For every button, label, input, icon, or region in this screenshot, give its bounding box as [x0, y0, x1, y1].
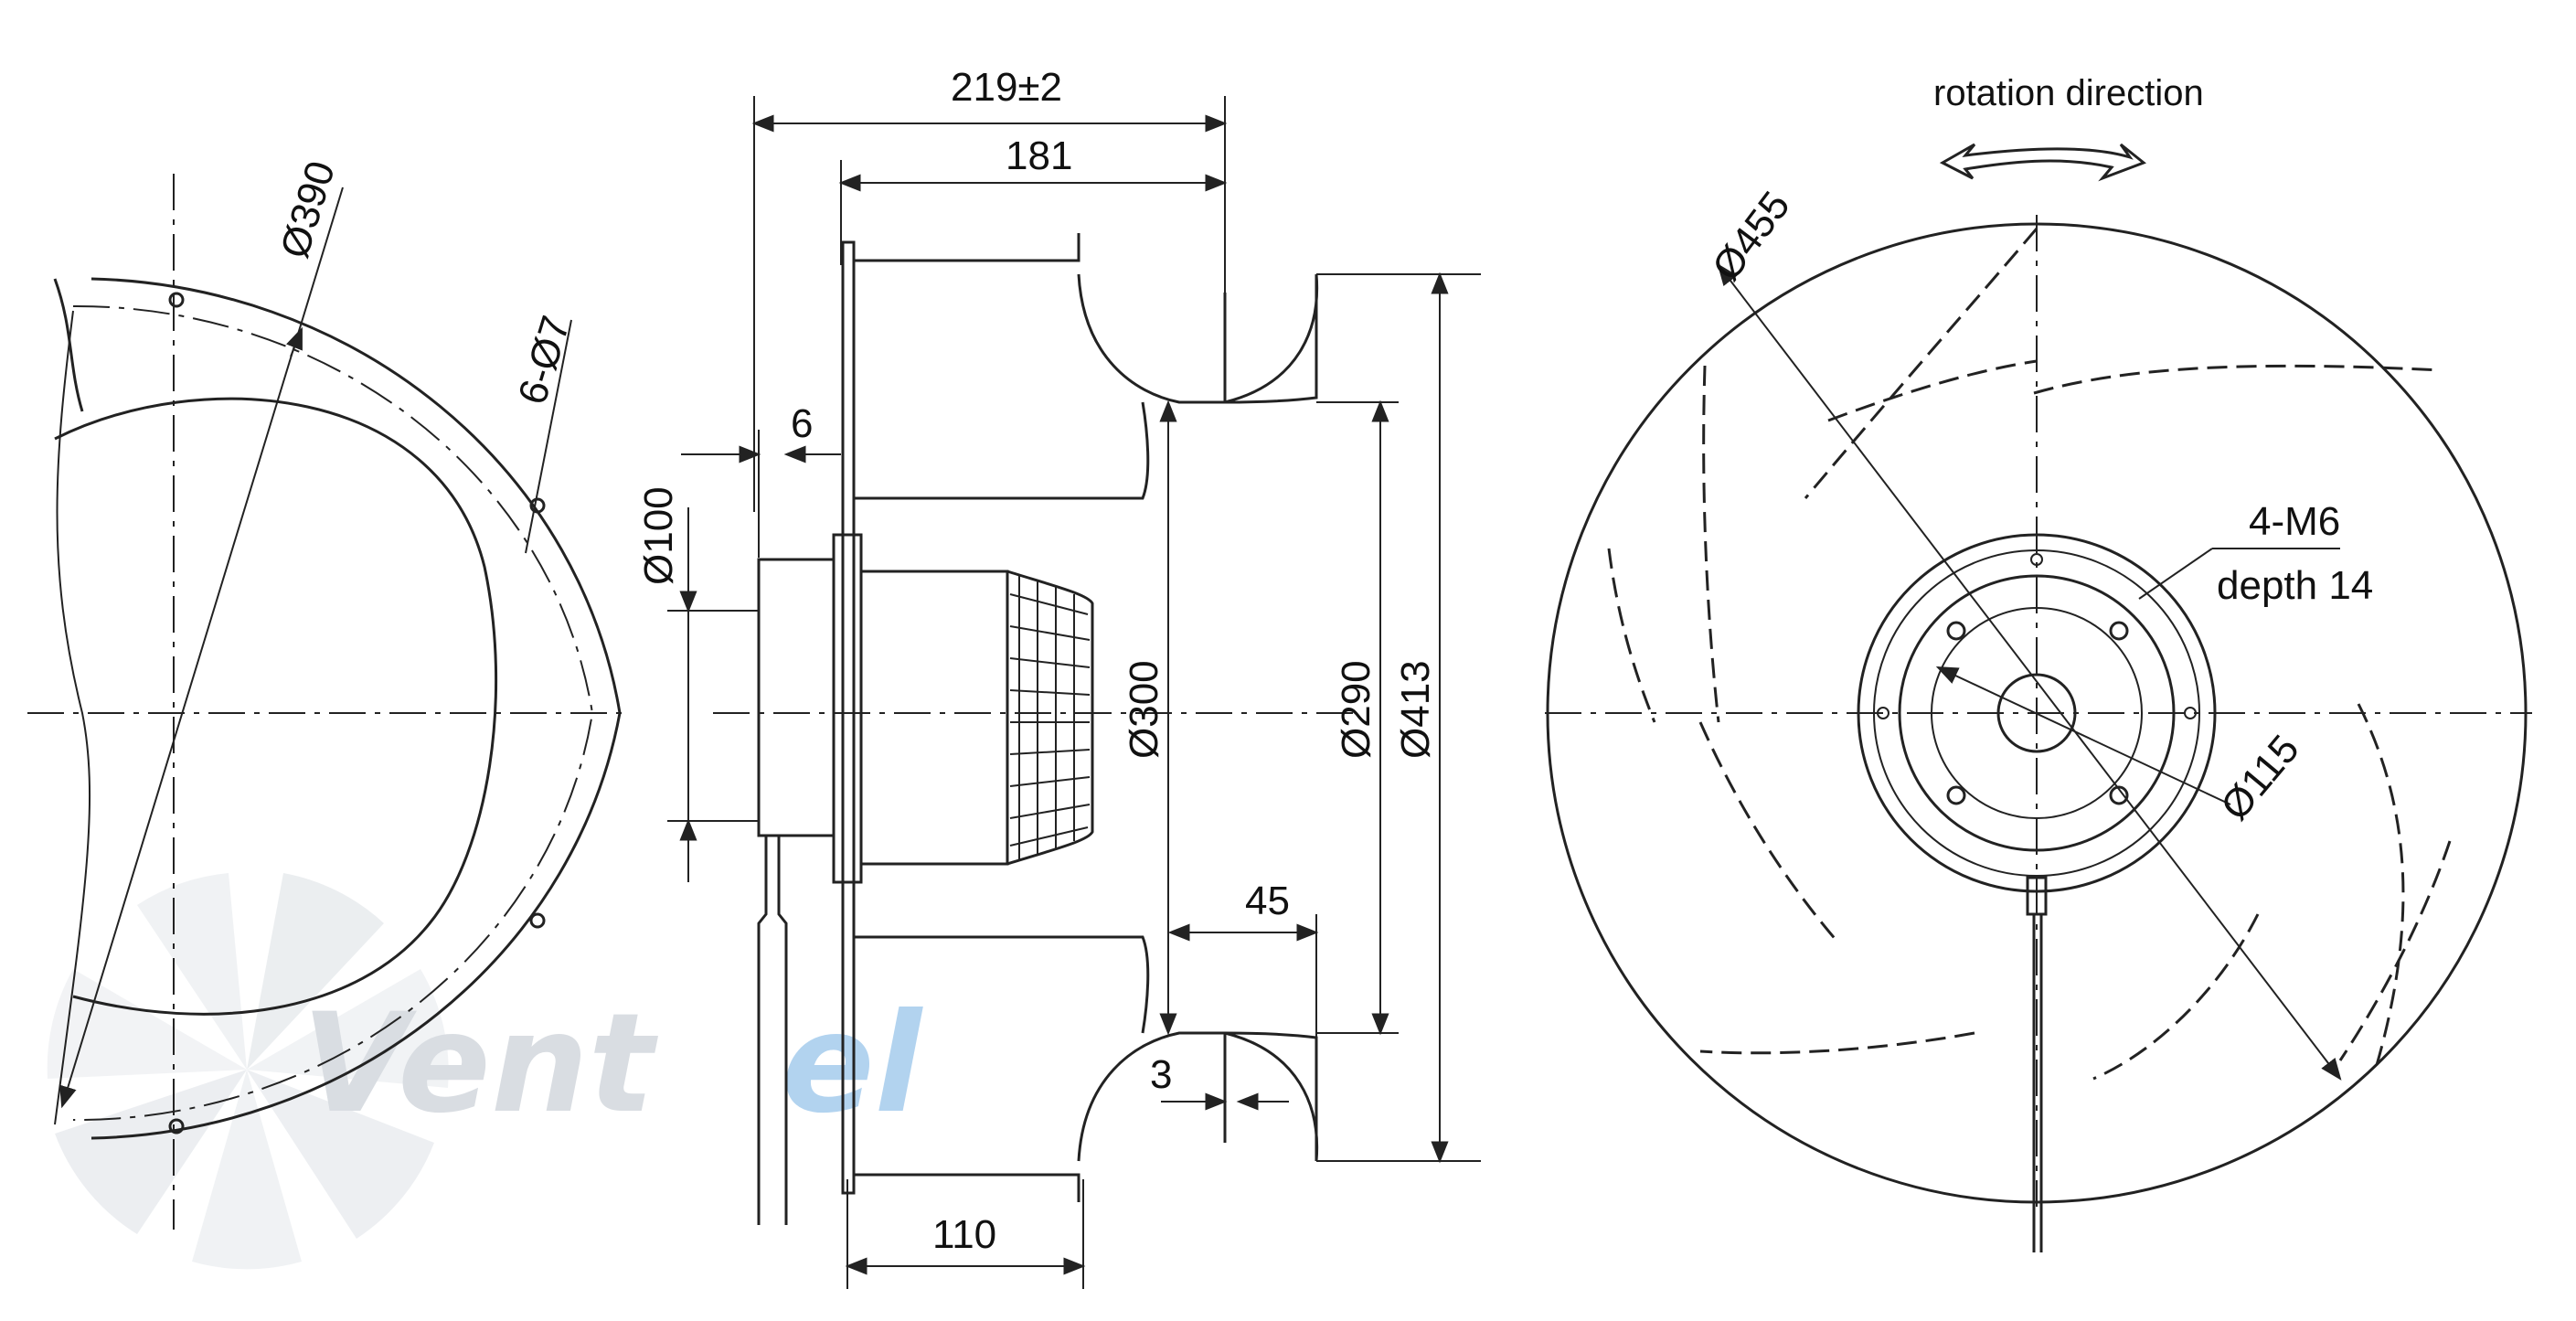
dim-390-label: Ø390	[272, 156, 344, 263]
dim-390-arrow	[286, 326, 303, 357]
cable	[757, 836, 768, 1225]
dim-100-label: Ø100	[636, 486, 681, 585]
dim-115-label: Ø115	[2212, 727, 2308, 828]
bottom-inlet-curve	[1077, 1031, 1227, 1162]
flange-left-edge	[53, 278, 84, 412]
dim-110-label: 110	[932, 1212, 996, 1257]
rotation-arrow-icon	[1939, 143, 2146, 182]
top-housing-edge	[854, 233, 1080, 262]
bottom-housing-edge	[854, 1173, 1080, 1202]
bolt-hole	[168, 292, 185, 308]
watermark-text-dark: Vent	[302, 985, 659, 1144]
dim-290-label: Ø290	[1334, 660, 1378, 759]
top-inlet-curve	[1077, 273, 1227, 404]
bolt-hole	[529, 912, 546, 929]
dim-219-label: 219±2	[951, 65, 1062, 110]
motor-mount-ring	[832, 533, 863, 884]
front-view: rotation direction	[1545, 73, 2532, 1252]
dim-holes-label: 6-Ø7	[510, 311, 579, 410]
dim-3-label: 3	[1150, 1052, 1172, 1097]
dim-455-line	[1717, 263, 2342, 1081]
dim-300-label: Ø300	[1122, 660, 1166, 759]
bolt-hole	[168, 1118, 185, 1135]
dim-m6-leader	[2138, 548, 2213, 600]
watermark-fan-icon	[47, 873, 449, 1270]
dim-413-label: Ø413	[1393, 660, 1438, 759]
dim-m6-label: 4-M6	[2249, 499, 2340, 544]
dim-45-label: 45	[1245, 879, 1290, 923]
dim-181-label: 181	[1006, 133, 1072, 178]
inlet-ring-bottom-curve	[1224, 1031, 1319, 1162]
inlet-ring-top	[1224, 274, 1318, 404]
motor-flange	[757, 558, 836, 837]
motor-cooling-fins	[1006, 570, 1094, 866]
impeller-blades	[1607, 228, 2452, 1081]
rotation-label: rotation direction	[1933, 73, 2204, 113]
dim-115-line	[1935, 666, 2231, 805]
left-profile-curve	[54, 310, 91, 1125]
flange-outer-arc	[90, 277, 622, 1140]
dim-455-label: Ø455	[1704, 184, 1799, 289]
side-view: 219±2 181	[636, 65, 1481, 1289]
bottom-blade-edge	[854, 935, 1150, 1034]
inlet-ring-top-curve	[1224, 273, 1319, 404]
inlet-ring-bottom	[1224, 1031, 1318, 1161]
top-blade-edge	[854, 401, 1150, 500]
bolt-hole	[529, 497, 546, 514]
watermark: Vent el	[47, 873, 924, 1270]
dim-depth-label: depth 14	[2217, 563, 2373, 608]
dim-6-label: 6	[791, 401, 813, 446]
cable-outer	[777, 836, 788, 1225]
pitch-circle	[72, 304, 594, 1122]
motor-fins	[1009, 576, 1091, 859]
motor-body	[859, 570, 1009, 866]
dim-holes-leader	[525, 319, 572, 554]
